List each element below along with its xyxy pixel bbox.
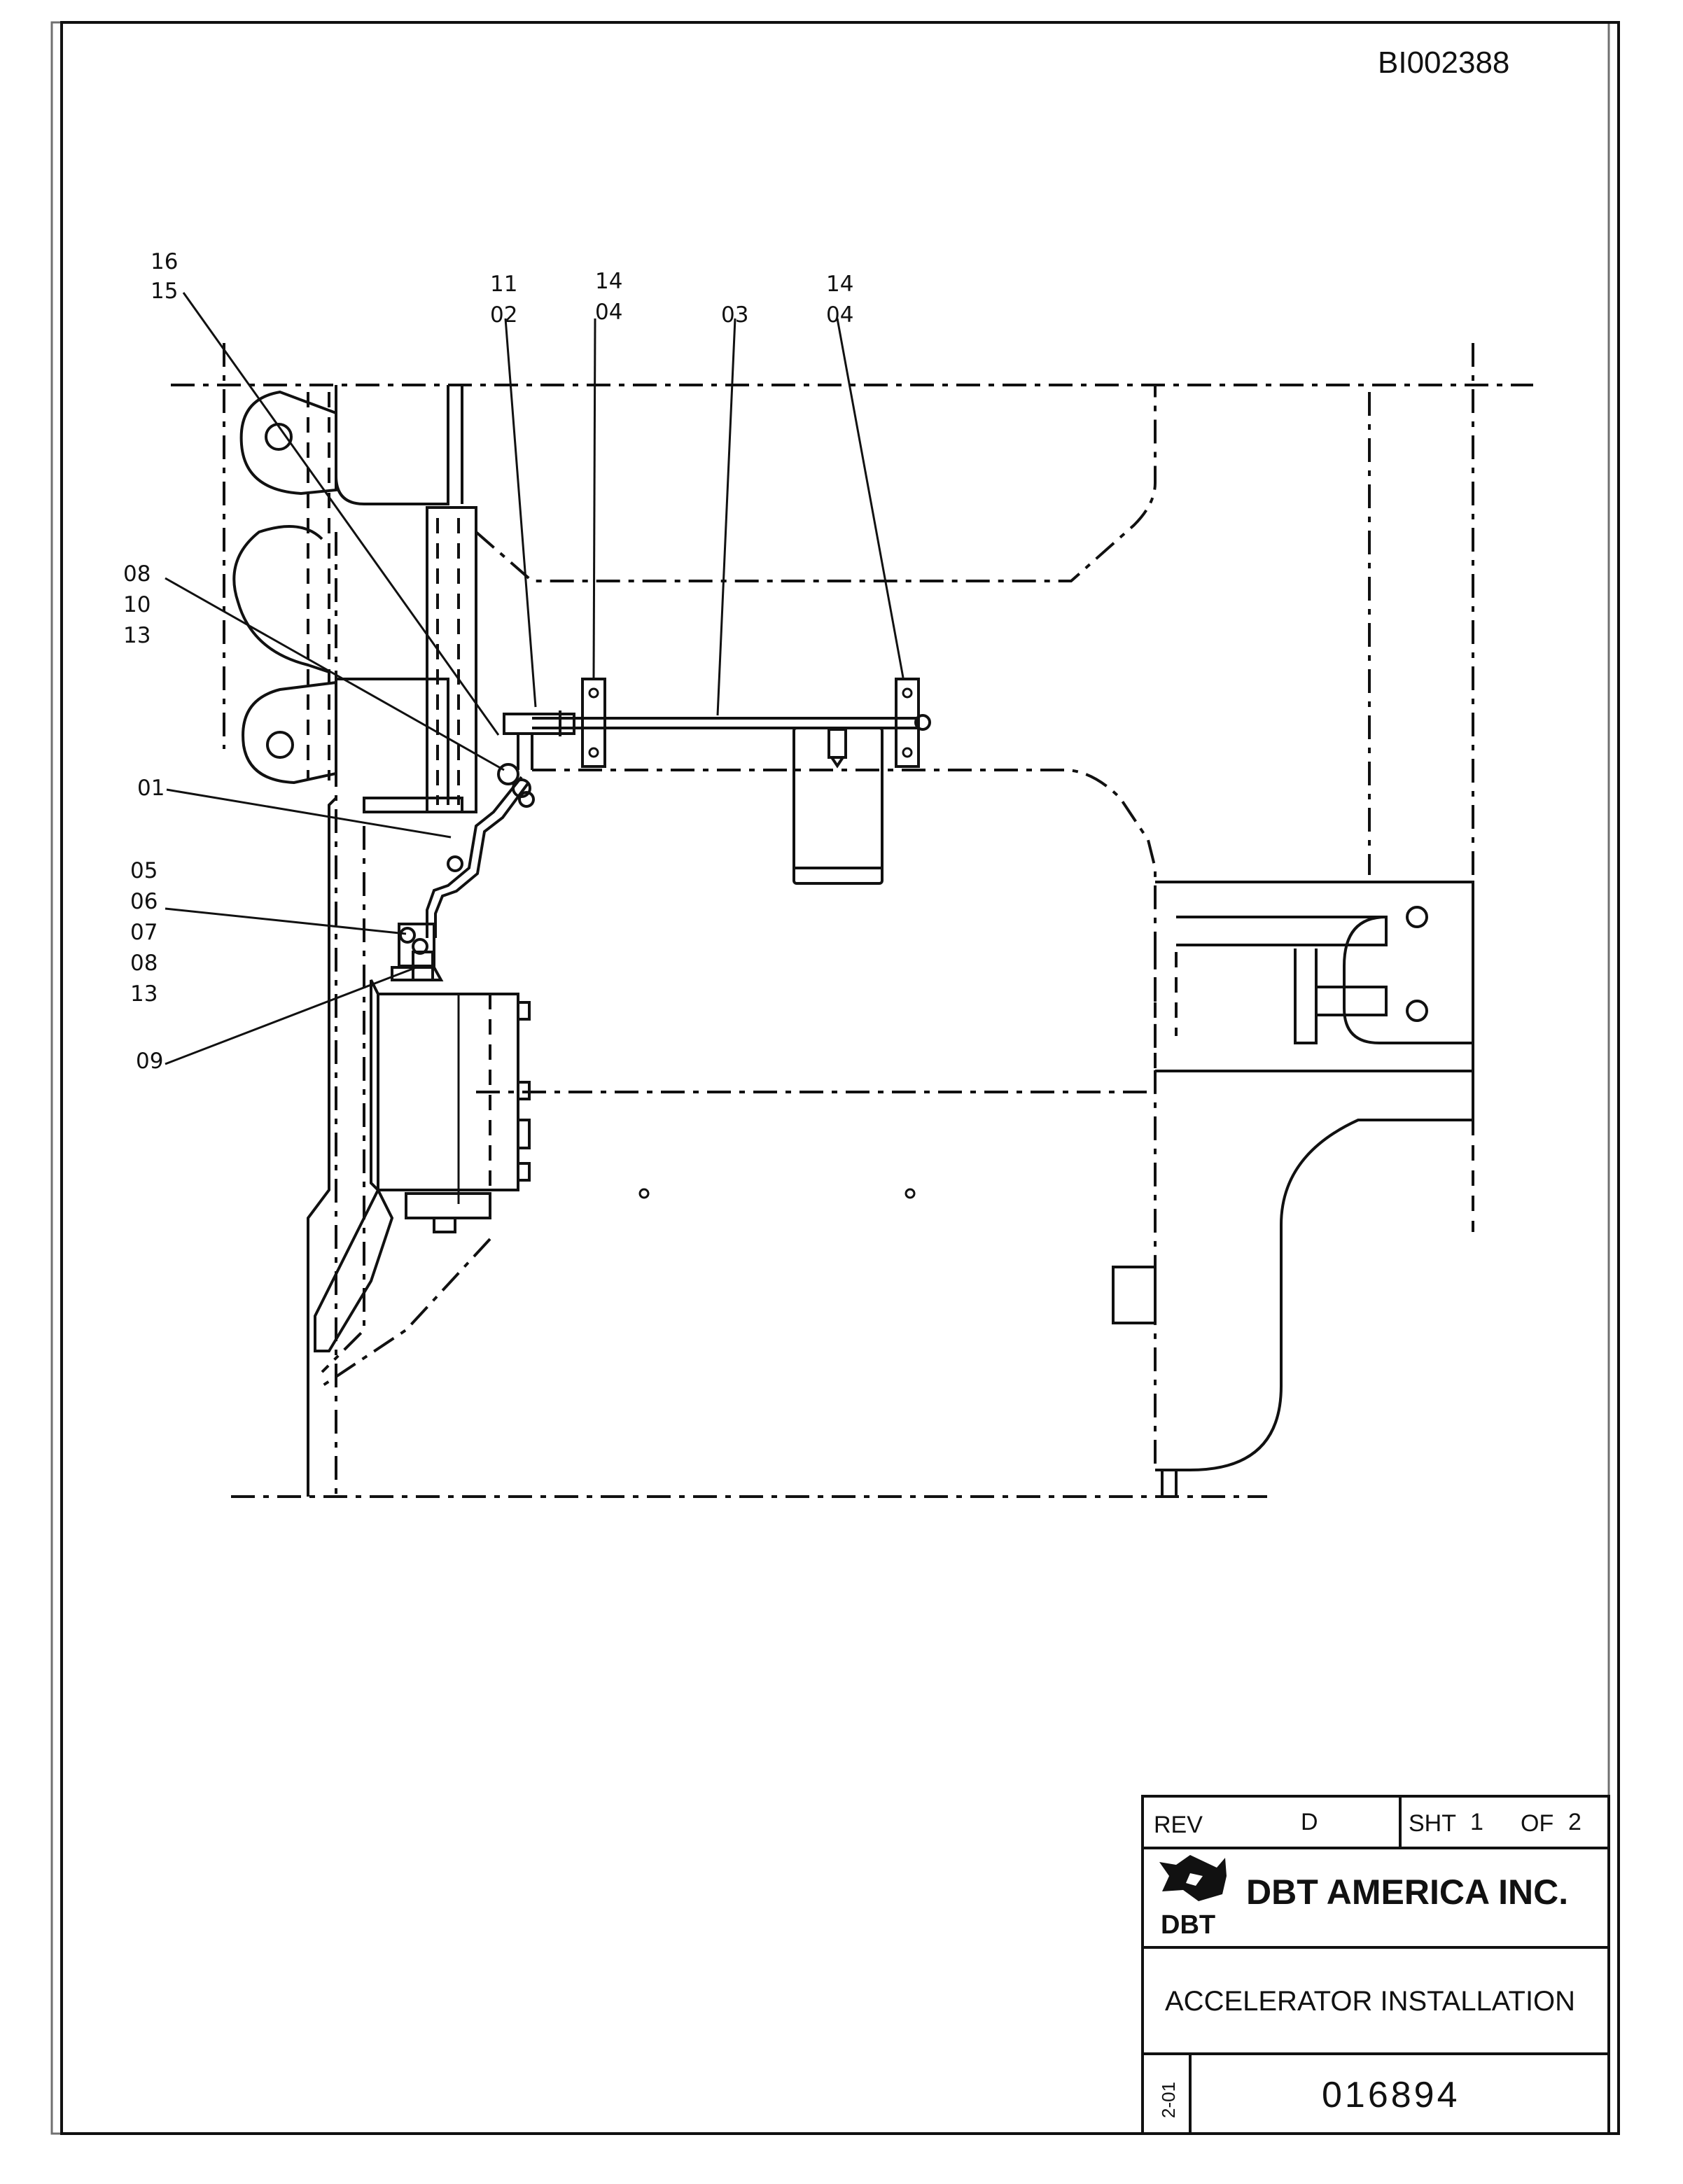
company-name: DBT AMERICA INC. bbox=[1246, 1872, 1568, 1912]
document-id: BI002388 bbox=[1378, 46, 1509, 80]
throttle-rod-assembly bbox=[503, 678, 931, 770]
frame-lugs bbox=[232, 390, 337, 785]
callout-label: 05 bbox=[130, 858, 158, 883]
side-code: 2-01 bbox=[1158, 2082, 1179, 2118]
sheet-number: 1 bbox=[1470, 1809, 1483, 1835]
callout-label: 01 bbox=[137, 776, 165, 801]
callout-label: 08 bbox=[130, 951, 158, 976]
dbt-logo: DBT bbox=[1159, 1855, 1227, 1940]
right-housing bbox=[476, 769, 1474, 1497]
callout-label: 08 bbox=[123, 561, 151, 587]
callout-label: 04 bbox=[595, 300, 622, 325]
callout-label: 06 bbox=[130, 889, 158, 914]
valve-body bbox=[370, 979, 531, 1233]
title-block: REV D SHT 1 OF 2 DBT DBT AMERICA INC. AC… bbox=[1141, 1795, 1610, 2135]
callout-label: 04 bbox=[826, 302, 853, 328]
callout-label: 11 bbox=[490, 272, 517, 297]
callout-label: 02 bbox=[490, 302, 517, 328]
sheet-total: 2 bbox=[1568, 1809, 1581, 1835]
logo-text: DBT bbox=[1161, 1910, 1215, 1940]
callout-label: 13 bbox=[123, 623, 151, 648]
callout-label: 14 bbox=[826, 272, 853, 297]
callout-label: 07 bbox=[130, 920, 158, 945]
callout-label: 13 bbox=[130, 981, 158, 1007]
sheet-label: SHT bbox=[1409, 1810, 1456, 1837]
base-plate bbox=[314, 1186, 394, 1352]
callout-label: 14 bbox=[595, 269, 622, 294]
accelerator-drawing: 16 15 11 02 14 04 03 14 04 08 10 13 01 0… bbox=[123, 249, 1533, 1498]
rev-value: D bbox=[1301, 1809, 1318, 1835]
sheet-border bbox=[50, 21, 1620, 2135]
rev-label: REV bbox=[1154, 1812, 1203, 1838]
of-label: OF bbox=[1521, 1810, 1553, 1837]
callout-label: 09 bbox=[136, 1049, 163, 1074]
drawing-title: ACCELERATOR INSTALLATION bbox=[1165, 1986, 1575, 2017]
accelerator-cylinder bbox=[792, 727, 884, 885]
main-frame bbox=[307, 385, 1371, 1497]
callout-label: 16 bbox=[151, 249, 178, 274]
leader-lines bbox=[165, 292, 905, 1065]
drawing-number: 016894 bbox=[1322, 2075, 1460, 2115]
linkage-arm bbox=[426, 763, 535, 938]
part-callouts: 16 15 11 02 14 04 03 14 04 08 10 13 01 0… bbox=[123, 249, 853, 1074]
callout-label: 15 bbox=[151, 279, 178, 304]
callout-label: 10 bbox=[123, 592, 151, 617]
callout-label: 03 bbox=[721, 302, 748, 328]
